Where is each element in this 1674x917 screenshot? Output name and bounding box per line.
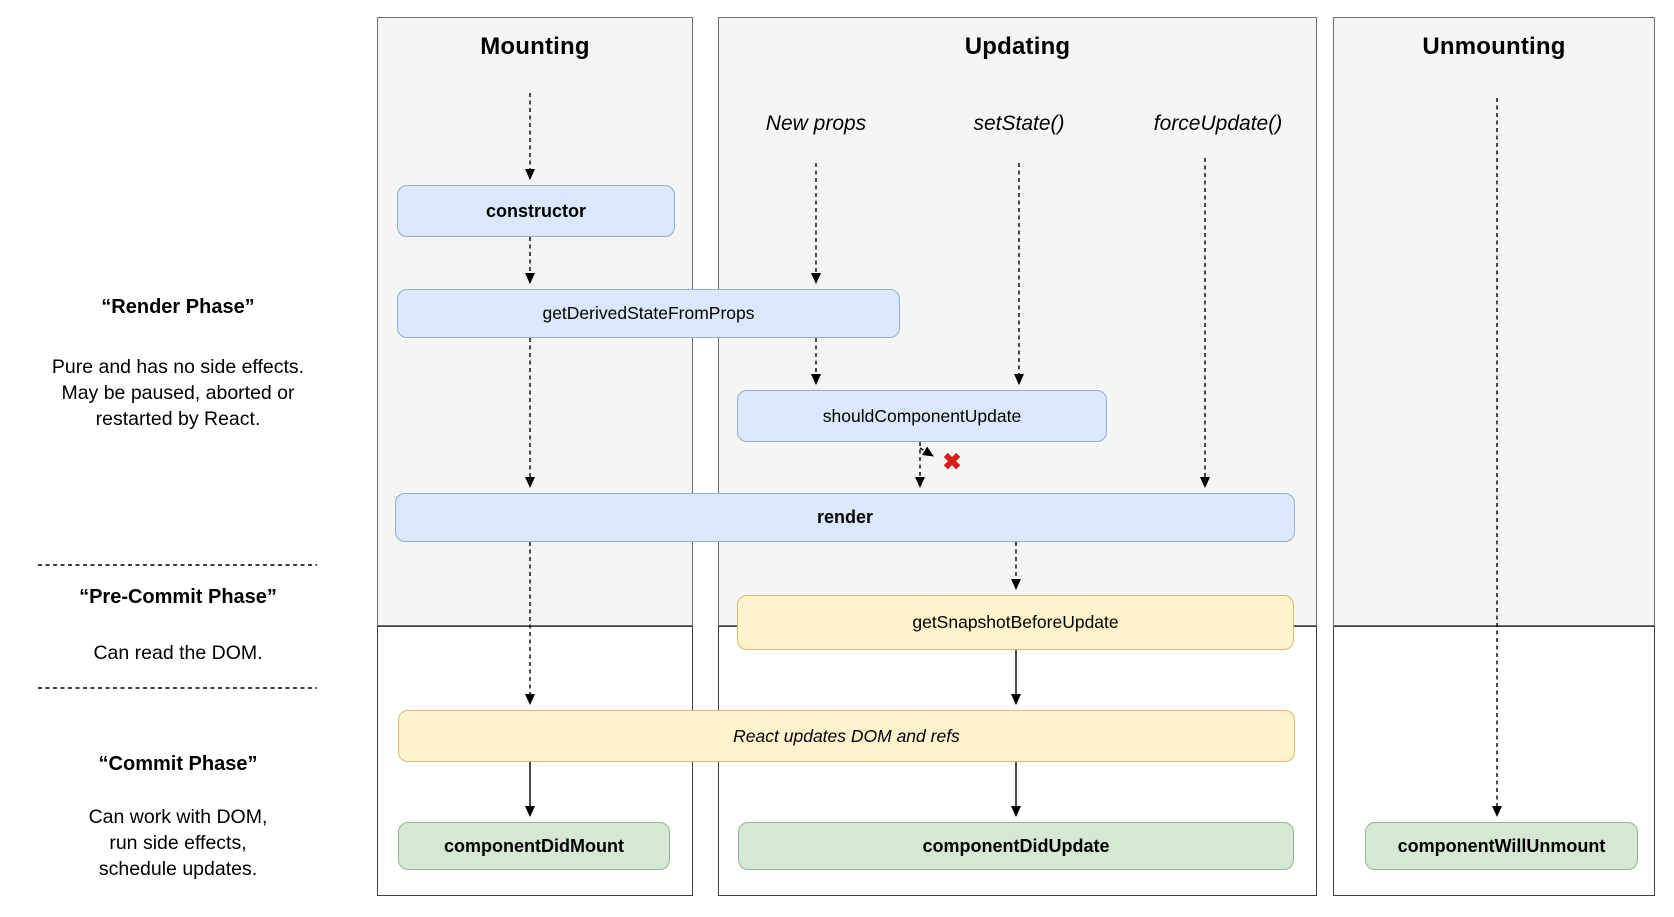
node-component-did-mount: componentDidMount [398,822,670,870]
render-phase-line: May be paused, aborted or [61,382,295,404]
node-component-did-update: componentDidUpdate [738,822,1294,870]
column-title-unmounting: Unmounting [1422,33,1566,60]
node-get-derived-state-from-props: getDerivedStateFromProps [397,289,900,338]
render-phase-line: restarted by React. [95,408,261,430]
commit-phase-line: schedule updates. [98,858,258,880]
commit-phase-title: “Commit Phase” [98,753,258,775]
unmounting-render-phase-panel [1333,17,1655,626]
pre-commit-phase-title: “Pre-Commit Phase” [79,586,277,608]
commit-phase-line: Can work with DOM, [88,806,268,828]
commit-phase-description: Can work with DOM, run side effects, sch… [0,804,356,882]
render-phase-line: Pure and has no side effects. [51,356,305,378]
node-react-updates-dom: React updates DOM and refs [398,710,1295,762]
node-get-snapshot-before-update: getSnapshotBeforeUpdate [737,595,1294,650]
column-title-mounting: Mounting [480,33,590,60]
trigger-label-new-props: New props [765,112,867,135]
pre-commit-phase-description: Can read the DOM. [0,640,356,666]
node-should-component-update: shouldComponentUpdate [737,390,1107,442]
render-phase-description: Pure and has no side effects. May be pau… [0,354,356,432]
node-constructor: constructor [397,185,675,237]
node-render: render [395,493,1295,542]
reject-x-icon: ✖ [942,448,962,475]
commit-phase-line: run side effects, [109,832,247,854]
render-phase-title: “Render Phase” [101,296,255,318]
column-title-updating: Updating [964,33,1071,60]
pre-commit-line: Can read the DOM. [93,642,263,664]
trigger-label-set-state: setState() [973,112,1065,135]
trigger-label-force-update: forceUpdate() [1153,112,1283,135]
node-component-will-unmount: componentWillUnmount [1365,822,1638,870]
